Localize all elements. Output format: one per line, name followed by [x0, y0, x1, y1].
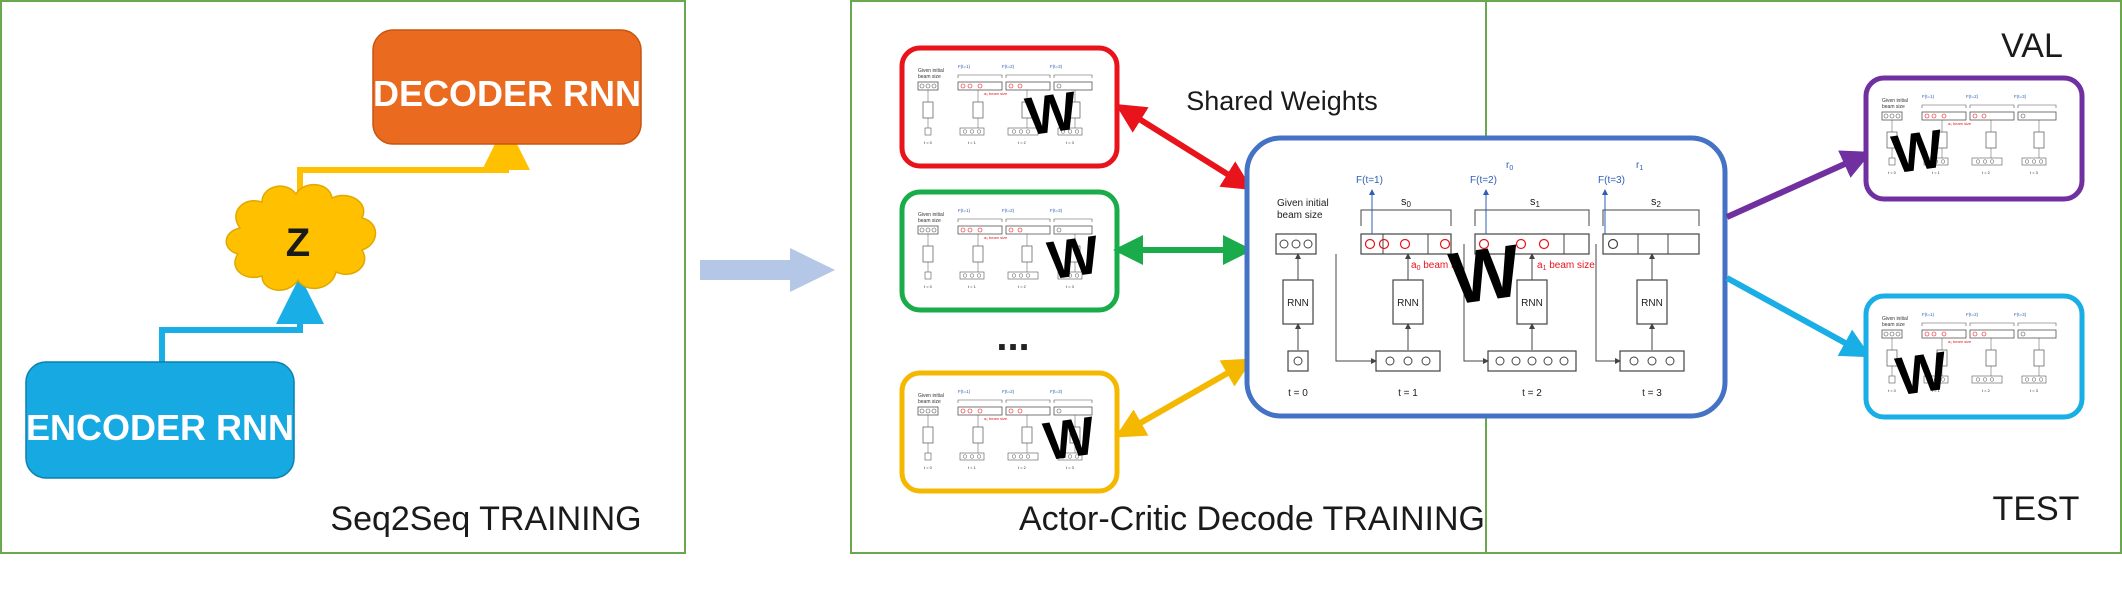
val-label: VAL — [2001, 27, 2063, 65]
rnn-box-t0 — [1282, 279, 1314, 325]
weight-w-test: W — [1892, 341, 1951, 408]
rnn-label-t1: RNN — [1397, 298, 1419, 309]
bracket-s2 — [1602, 209, 1700, 226]
f-t3-label: F(t=3) — [1598, 175, 1625, 186]
rnn-box-t1 — [1392, 279, 1424, 325]
yellow-shared-arrow — [1114, 358, 1254, 438]
encoder-to-latent-arrow — [159, 276, 324, 362]
rnn-label-t0: RNN — [1287, 298, 1309, 309]
decoder-rnn-box: DECODER RNN — [372, 29, 642, 145]
weight-w-main: W — [1445, 229, 1526, 321]
state-s0: s0 — [1401, 196, 1412, 209]
latent-cloud: Z — [225, 184, 377, 291]
bracket-s0 — [1360, 209, 1452, 226]
thumbnail-green: W — [899, 189, 1120, 313]
reward-r0: r0 — [1506, 160, 1513, 172]
time-t3: t = 3 — [1642, 388, 1662, 399]
time-t1: t = 1 — [1398, 388, 1418, 399]
thumbnail-val: W — [1863, 75, 2085, 202]
thumbnail-test: W — [1863, 293, 2085, 420]
rnn-label-t2: RNN — [1521, 298, 1543, 309]
reward-r1: r1 — [1636, 160, 1643, 172]
weight-w-yellow: W — [1040, 406, 1099, 473]
beam-size-label: beam size — [1277, 210, 1323, 221]
actor-critic-caption: Actor-Critic Decode TRAINING — [1019, 500, 1485, 538]
decoder-label: DECODER RNN — [373, 73, 641, 114]
rnn-label-t3: RNN — [1641, 298, 1663, 309]
time-t2: t = 2 — [1522, 388, 1542, 399]
weight-w-red: W — [1022, 81, 1081, 148]
time-t0: t = 0 — [1288, 388, 1308, 399]
input-t0 — [1287, 350, 1309, 372]
thumbnail-yellow: W — [899, 370, 1120, 494]
given-initial-label: Given initial — [1277, 198, 1329, 209]
ellipsis: ... — [996, 315, 1029, 359]
weight-w-green: W — [1044, 225, 1103, 292]
test-label: TEST — [1993, 490, 2080, 528]
test-arrow — [1725, 275, 1872, 358]
seq2seq-caption: Seq2Seq TRAINING — [330, 500, 641, 538]
f-t1-label: F(t=1) — [1356, 175, 1383, 186]
latent-to-decoder-arrow — [297, 122, 530, 205]
weight-w-val: W — [1888, 119, 1947, 186]
f-t2-label: F(t=2) — [1470, 175, 1497, 186]
flow-arrow — [700, 248, 835, 292]
val-arrow — [1725, 150, 1872, 220]
encoder-rnn-box: ENCODER RNN — [25, 361, 295, 479]
state-s1: s1 — [1530, 196, 1541, 209]
bracket-s1 — [1474, 209, 1590, 226]
red-shared-arrow — [1115, 104, 1253, 190]
action-a1-label: a1 beam size — [1537, 260, 1595, 272]
rnn-box-t2 — [1516, 279, 1548, 325]
beam-search-diagram: Given initial beam size s0 s1 s2 — [1244, 135, 1728, 419]
encoder-label: ENCODER RNN — [26, 407, 294, 448]
action-a0-label: a0 beam si — [1411, 260, 1458, 272]
latent-label: Z — [286, 221, 310, 265]
thumbnail-red: W — [899, 45, 1120, 169]
state-s2: s2 — [1651, 196, 1662, 209]
shared-weights-label: Shared Weights — [1186, 86, 1378, 116]
